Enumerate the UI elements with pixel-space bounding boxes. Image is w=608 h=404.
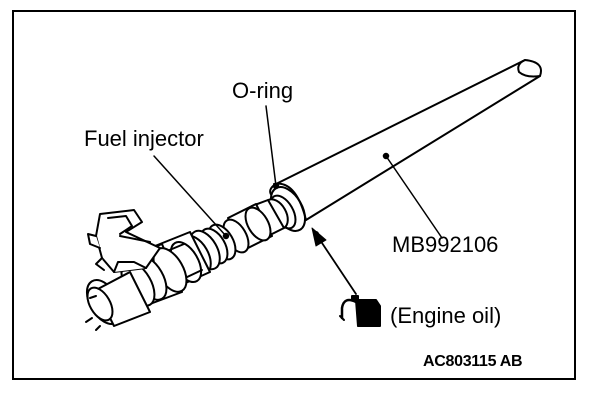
fuel-injector-leader (153, 155, 227, 237)
oring-leader (265, 105, 277, 187)
oil-can-icon (339, 295, 381, 327)
tool-leader (385, 155, 443, 239)
tool-sleeve (269, 59, 542, 232)
tool-number-label: MB992106 (392, 232, 499, 257)
fuel-injector (85, 198, 289, 331)
apply-oil-arrow (311, 227, 357, 295)
figure-code: AC803115 AB (423, 353, 523, 370)
leader-lines (153, 105, 443, 240)
o-ring-label: O-ring (232, 78, 294, 103)
engine-oil-label: (Engine oil) (390, 303, 502, 328)
fuel-injector-label: Fuel injector (84, 126, 204, 151)
